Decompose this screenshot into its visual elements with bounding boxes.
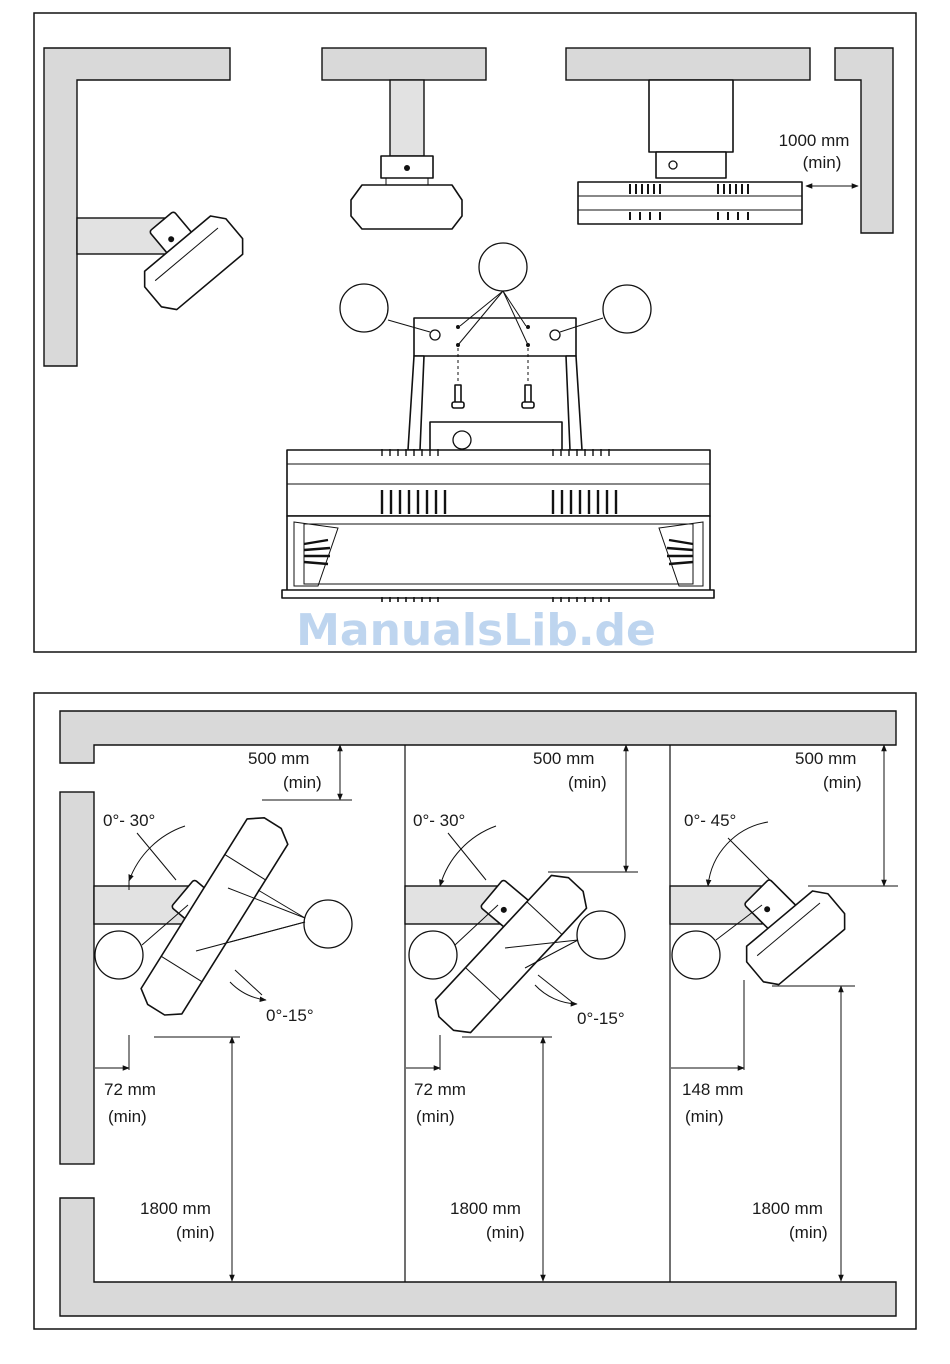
wall-value-col2: 72 mm — [414, 1080, 466, 1099]
left-wall — [60, 792, 94, 1164]
column-3: 0°- 45° 500 mm (min) 148 mm (min) 1800 m… — [670, 745, 898, 1281]
ceiling-mount-side-view — [322, 48, 486, 229]
column-2: 0°- 30° 0°-15° 500 mm (min) 72 mm (min) … — [405, 745, 638, 1281]
ceiling-block — [322, 48, 486, 80]
callout-col2-left — [409, 931, 457, 979]
keyhole-right — [550, 330, 560, 340]
ceiling-value-col2: 500 mm — [533, 749, 594, 768]
corner-wall — [44, 48, 230, 366]
watermark: ManualsLib.de — [296, 605, 656, 656]
ceiling-mount-front-view: 1000 mm (min) — [566, 48, 893, 233]
screw-left — [455, 385, 461, 403]
heater-side — [351, 185, 462, 229]
ceiling-qualifier-col2: (min) — [568, 773, 607, 792]
callout-circle-right — [603, 285, 651, 333]
screw-right — [525, 385, 531, 403]
front-pole — [649, 80, 733, 152]
heater-front — [578, 182, 802, 224]
tilt-label-col3: 0°- 45° — [684, 811, 736, 830]
ceiling-pole — [390, 80, 424, 156]
ceiling-value-col1: 500 mm — [248, 749, 309, 768]
keyhole-left — [430, 330, 440, 340]
wall-qualifier-col3: (min) — [685, 1107, 724, 1126]
floor-value-col3: 1800 mm — [752, 1199, 823, 1218]
callout-col1-left — [95, 931, 143, 979]
ceiling-qualifier-col1: (min) — [283, 773, 322, 792]
callout-circle-center — [479, 243, 527, 291]
floor-value-col1: 1800 mm — [140, 1199, 211, 1218]
exploded-assembly-view — [282, 243, 714, 602]
bottom-panel: 0°- 30° 0°-15° 500 mm (min) 72 mm (min) … — [34, 693, 916, 1329]
head-tilt-label-col1: 0°-15° — [266, 1006, 314, 1025]
clearance-value: 1000 mm — [779, 131, 850, 150]
ceiling-wall — [60, 711, 896, 763]
ceiling-qualifier-col3: (min) — [823, 773, 862, 792]
floor-qualifier-col3: (min) — [789, 1223, 828, 1242]
wall-qualifier-col2: (min) — [416, 1107, 455, 1126]
callout-col2-right — [577, 911, 625, 959]
floor-value-col2: 1800 mm — [450, 1199, 521, 1218]
heater-bracket-block — [430, 422, 562, 452]
callout-col1-right — [304, 900, 352, 948]
tilt-label-col1: 0°- 30° — [103, 811, 155, 830]
heater-body — [287, 450, 710, 516]
clearance-qualifier: (min) — [803, 153, 842, 172]
floor-qualifier-col2: (min) — [486, 1223, 525, 1242]
ceiling-value-col3: 500 mm — [795, 749, 856, 768]
front-bracket — [656, 152, 726, 178]
tilt-label-col2: 0°- 30° — [413, 811, 465, 830]
top-panel: 1000 mm (min) — [34, 13, 916, 656]
wall-mount-view — [44, 48, 250, 366]
head-tilt-label-col2: 0°-15° — [577, 1009, 625, 1028]
floor-qualifier-col1: (min) — [176, 1223, 215, 1242]
wall-value-col1: 72 mm — [104, 1080, 156, 1099]
wall-value-col3: 148 mm — [682, 1080, 743, 1099]
callout-circle-left — [340, 284, 388, 332]
ceiling-block-2 — [566, 48, 810, 80]
callout-col3-left — [672, 931, 720, 979]
column-1: 0°- 30° 0°-15° 500 mm (min) 72 mm (min) … — [94, 745, 352, 1281]
wall-qualifier-col1: (min) — [108, 1107, 147, 1126]
